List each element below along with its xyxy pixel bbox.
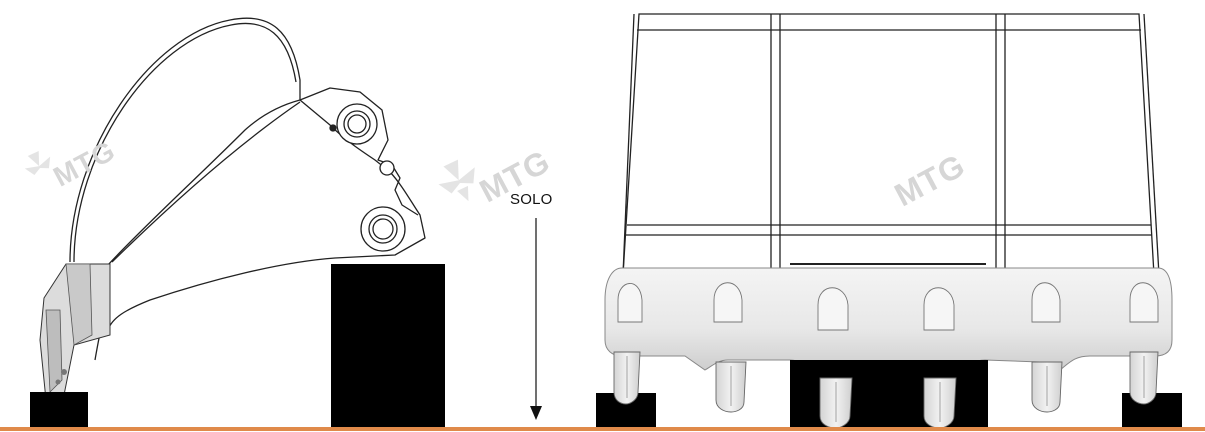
ground-label: SOLO: [510, 191, 553, 208]
watermark-logo-center: [438, 159, 475, 202]
tooth-5: [1031, 361, 1063, 413]
bucket-front-view: [622, 13, 1160, 276]
ground-arrow: [530, 218, 542, 420]
tooth-1: [613, 351, 641, 405]
tooth-6: [1129, 351, 1159, 405]
tooth-4: [923, 377, 957, 429]
bucket-teeth-front: [613, 351, 1159, 429]
cast-lip: [604, 267, 1173, 379]
support-block-left-tooth: [30, 392, 88, 428]
tooth-2: [715, 361, 747, 413]
tooth-3: [819, 377, 853, 429]
support-block-left-heel: [331, 264, 445, 428]
watermark-logo-left: [24, 150, 51, 176]
bucket-tooth-side: [39, 263, 111, 401]
